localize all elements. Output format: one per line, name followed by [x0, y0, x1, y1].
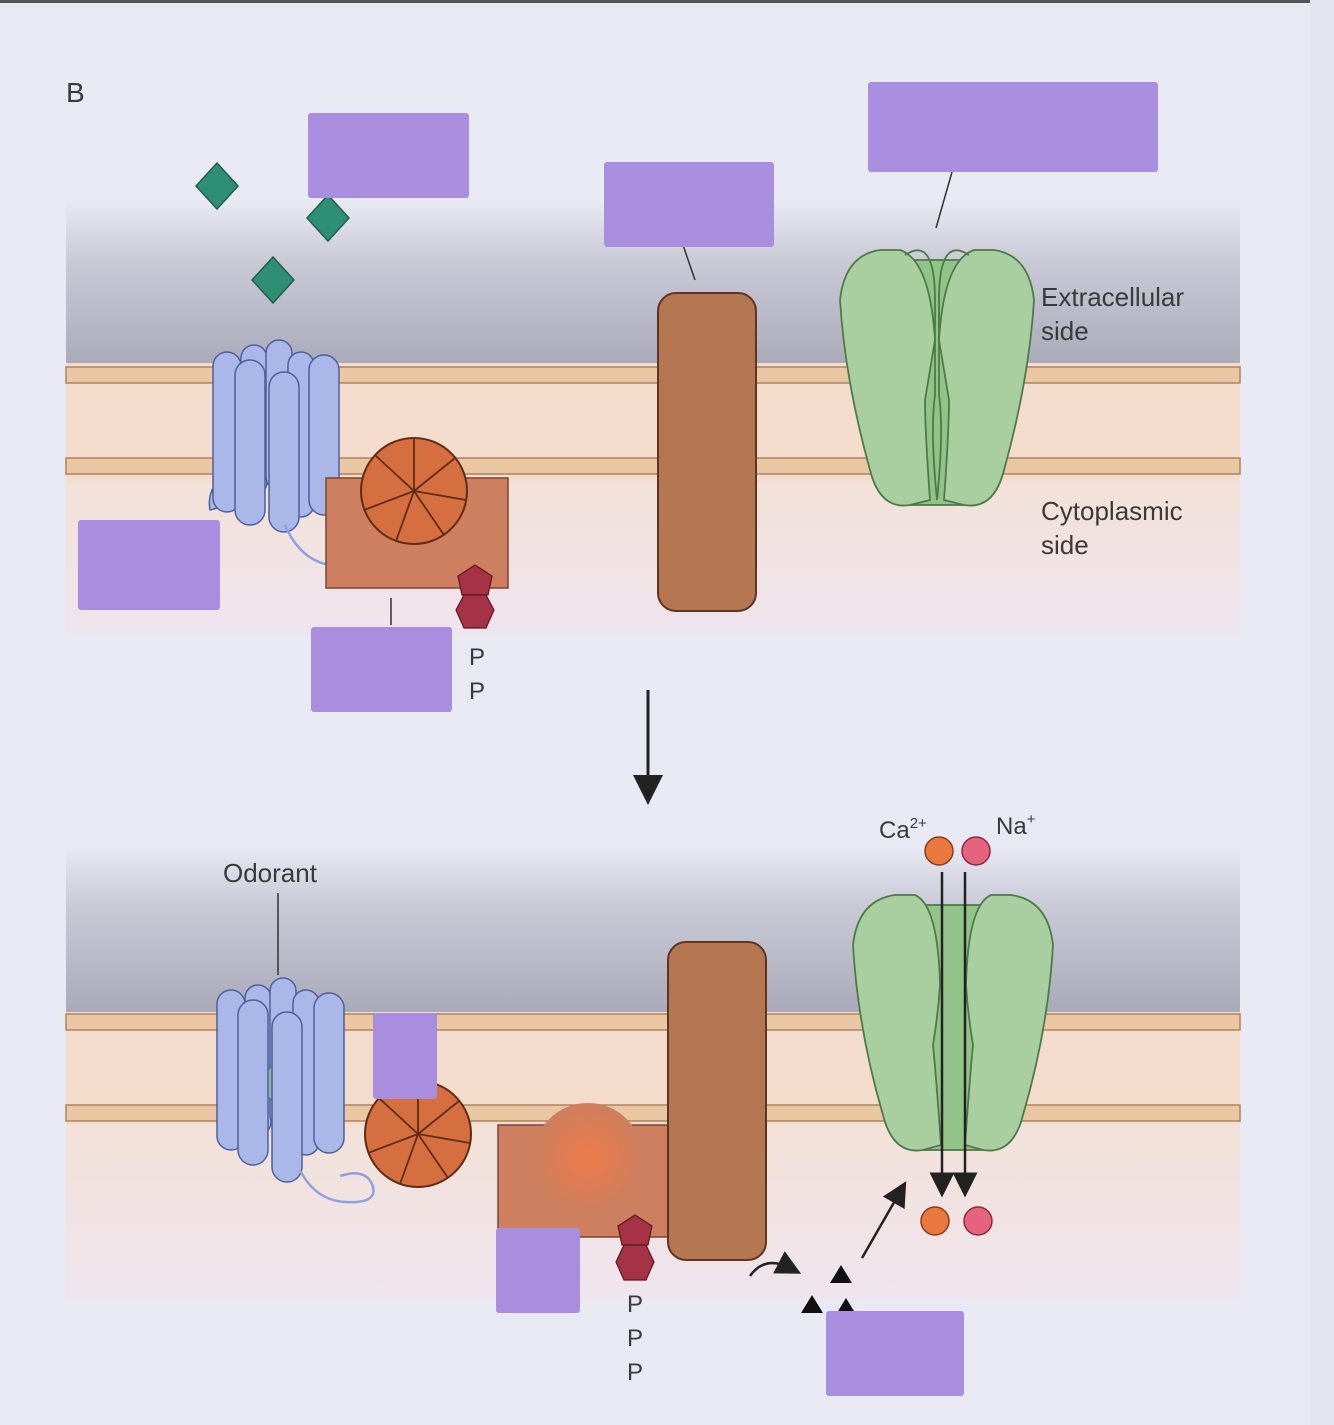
ion-flux — [920, 836, 993, 1236]
calcium-ion — [924, 836, 954, 866]
odorant-diamond — [305, 193, 351, 243]
odorant-diamond — [250, 255, 296, 305]
adenylyl-cyclase-active — [667, 941, 767, 1261]
sodium-ion — [961, 836, 991, 866]
gtp-nucleotide: P P P — [615, 1214, 655, 1386]
bottom-panel: Odorant — [65, 811, 1241, 1396]
label-masks-top — [78, 82, 1158, 712]
label-mask[interactable] — [311, 627, 452, 712]
label-mask[interactable] — [78, 520, 220, 610]
calcium-ion-label: Ca2+ — [879, 815, 927, 844]
sodium-ion-label: Na+ — [996, 811, 1036, 840]
cytoplasmic-label: Cytoplasmic — [1041, 496, 1183, 526]
odorant-diamond — [194, 161, 240, 211]
gdp-letter: P — [469, 644, 485, 671]
label-mask[interactable] — [826, 1311, 964, 1396]
g-protein-inactive — [325, 437, 509, 625]
label-mask[interactable] — [308, 113, 469, 198]
odorant-receptor-unbound — [208, 339, 367, 567]
g-protein-betagamma — [364, 1080, 472, 1188]
g-alpha-active — [497, 1103, 699, 1238]
cng-channel-open — [852, 894, 1054, 1152]
adenylyl-cyclase-top — [657, 244, 757, 612]
gdp-nucleotide: P P — [455, 564, 495, 705]
sodium-ion — [963, 1206, 993, 1236]
extracellular-label: Extracellular — [1041, 282, 1184, 312]
gtp-letter: P — [627, 1291, 643, 1318]
label-mask[interactable] — [496, 1228, 580, 1313]
top-panel: B — [65, 77, 1241, 712]
camp-triangle — [830, 1265, 852, 1283]
gtp-letter: P — [627, 1359, 643, 1386]
gdp-letter: P — [469, 678, 485, 705]
label-mask[interactable] — [604, 162, 774, 247]
cytoplasmic-label: side — [1041, 530, 1089, 560]
panel-label: B — [66, 77, 85, 108]
cng-channel-closed — [839, 171, 1035, 507]
odorant-label: Odorant — [223, 858, 318, 888]
label-mask[interactable] — [373, 1013, 437, 1099]
calcium-ion — [920, 1206, 950, 1236]
odorant-receptor-bound — [216, 977, 375, 1204]
gtp-letter: P — [627, 1325, 643, 1352]
extracellular-label: side — [1041, 316, 1089, 346]
label-masks-bottom — [373, 1013, 964, 1396]
label-mask[interactable] — [868, 82, 1158, 172]
camp-triangle — [801, 1295, 823, 1313]
